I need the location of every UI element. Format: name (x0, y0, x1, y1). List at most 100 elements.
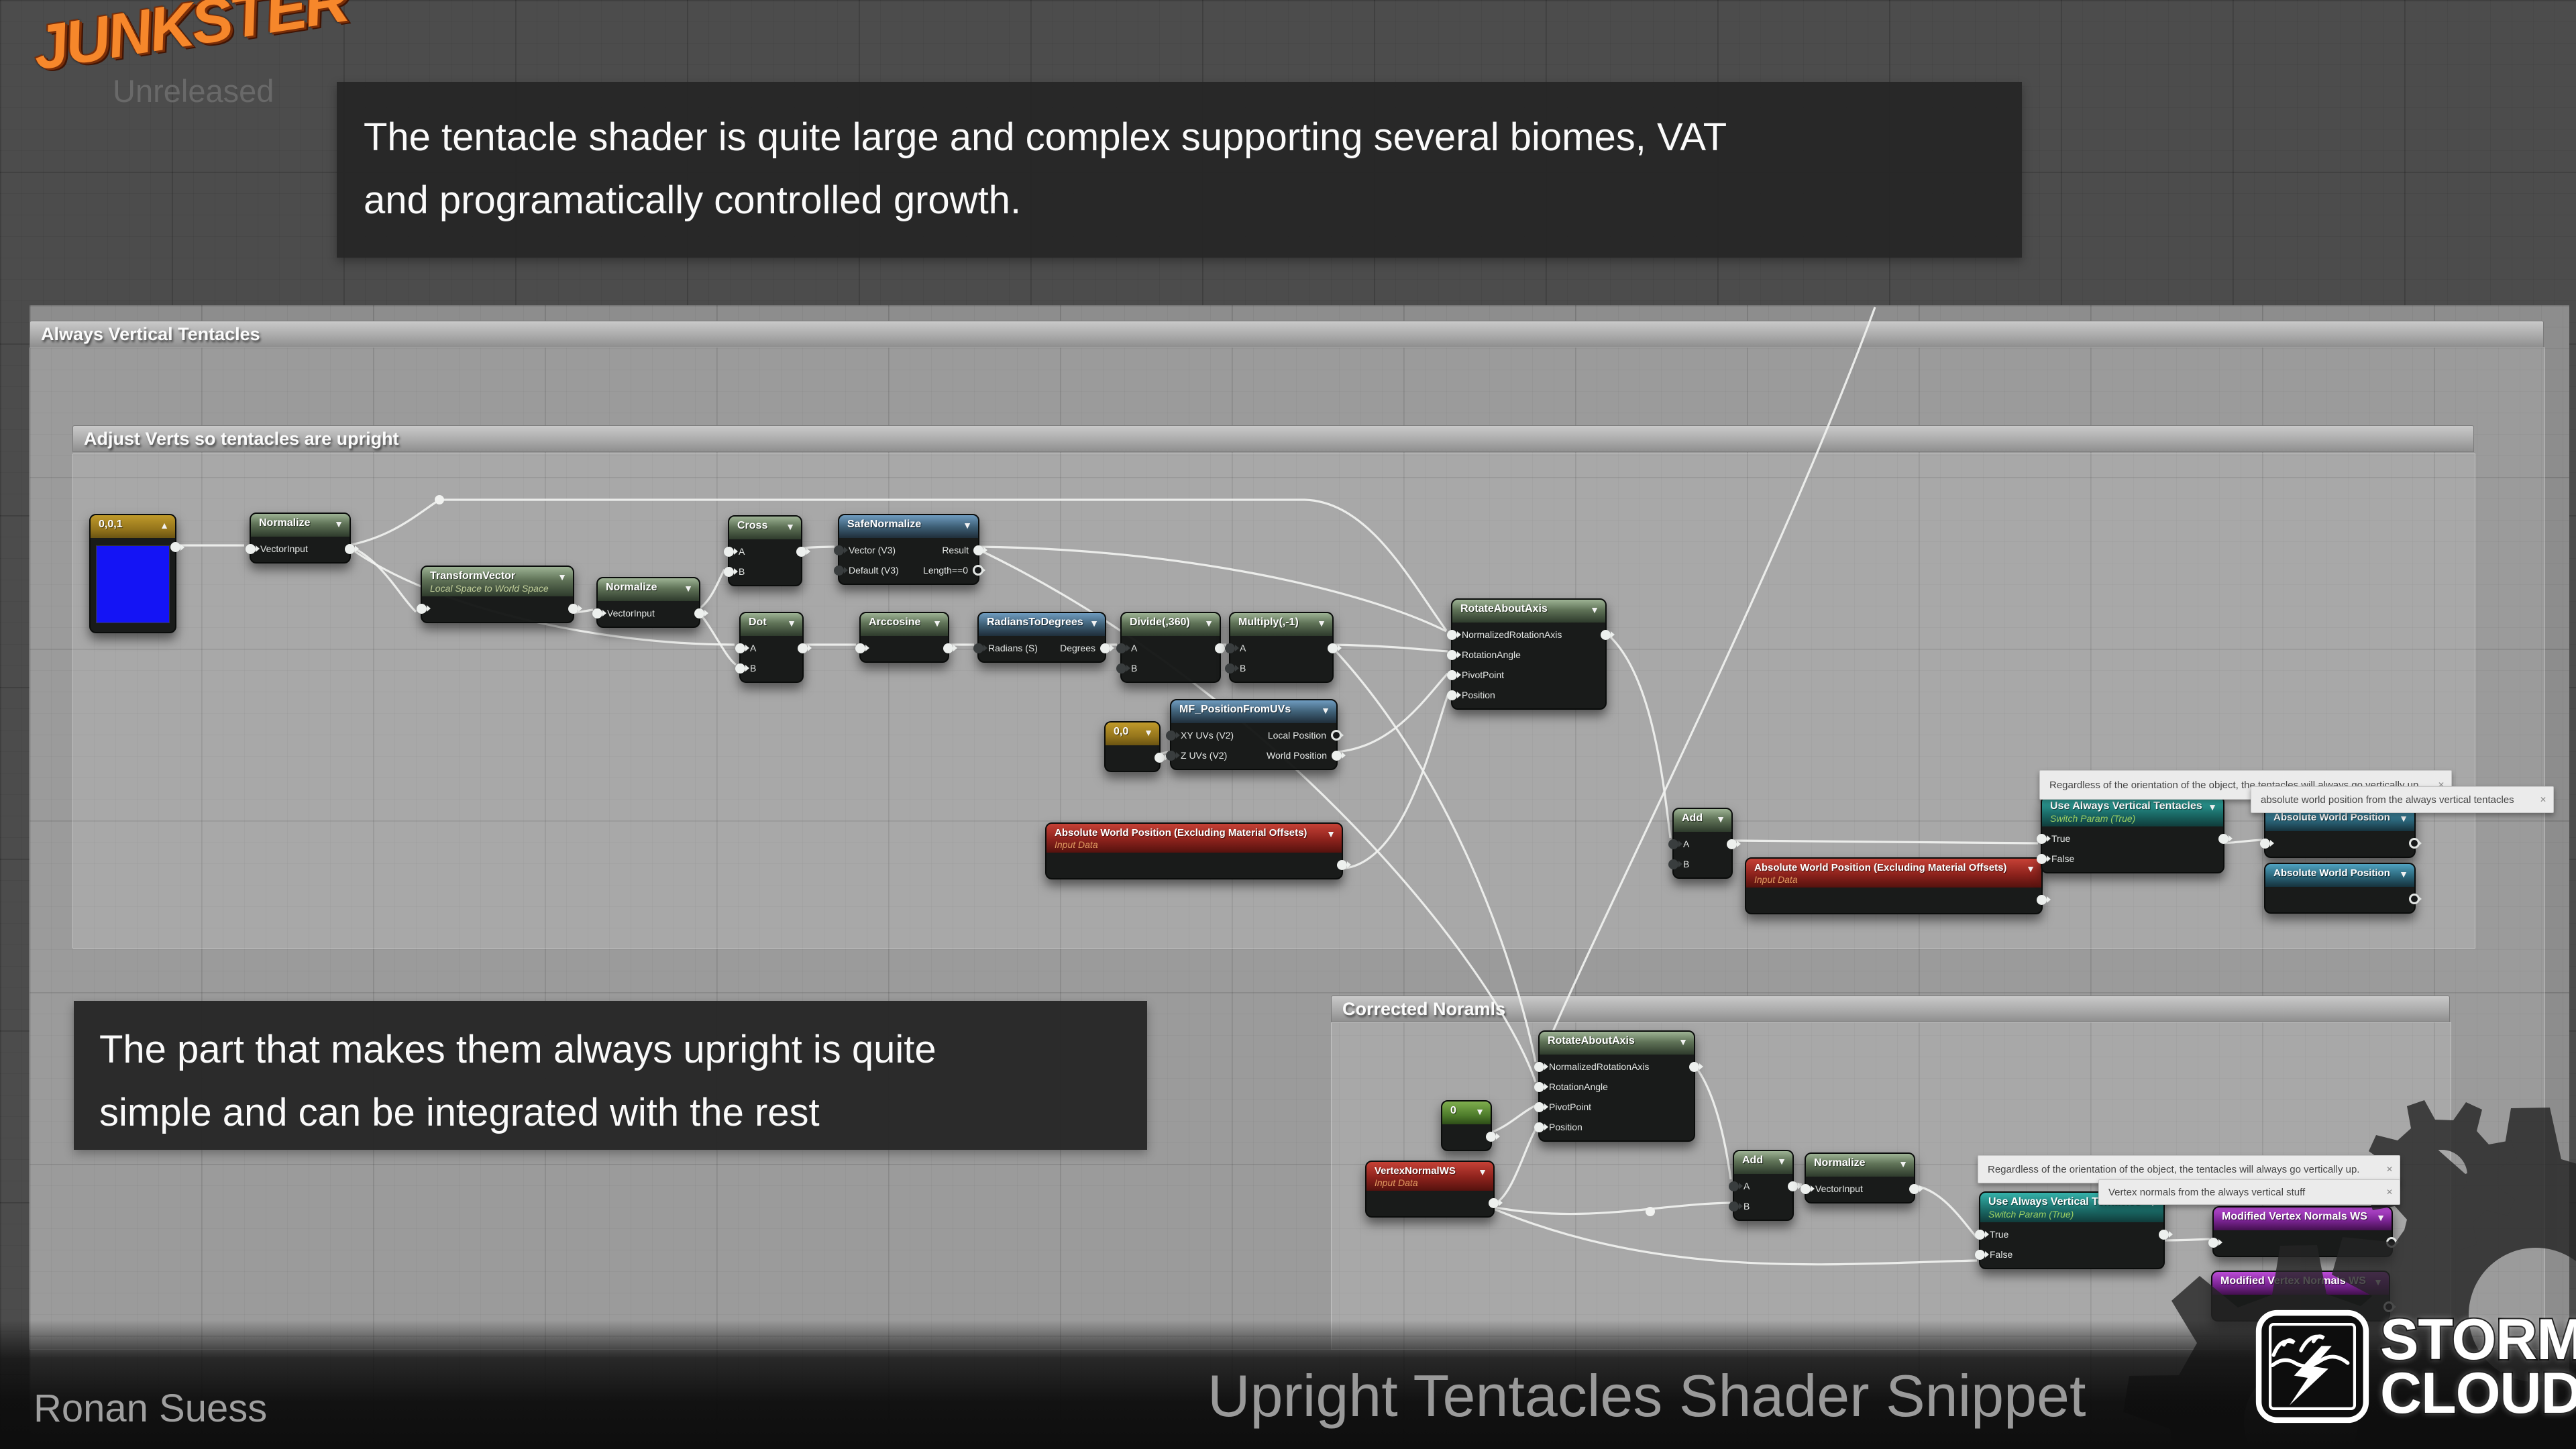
collapse-icon[interactable]: ▼ (1898, 1159, 1908, 1169)
pin[interactable] (2208, 1237, 2222, 1248)
pin[interactable] (735, 643, 749, 653)
pin[interactable] (724, 546, 738, 557)
pin[interactable] (2409, 838, 2422, 849)
node-modified-vertex-normals-1[interactable]: Modified Vertex Normals WS▼ (2208, 1206, 2399, 1257)
node-normalize-3[interactable]: Normalize▼VectorInput (1801, 1152, 1923, 1203)
pin[interactable] (973, 545, 987, 555)
node-absolute-world-position-2[interactable]: Absolute World Position▼ (2264, 863, 2422, 914)
collapse-icon[interactable]: ▼ (1089, 618, 1099, 629)
collapse-icon[interactable]: ▼ (1144, 727, 1153, 738)
collapse-icon[interactable]: ▼ (932, 618, 942, 629)
pin[interactable] (1166, 750, 1180, 761)
pin[interactable] (1689, 1061, 1703, 1072)
collapse-icon[interactable]: ▼ (1478, 1167, 1487, 1177)
collapse-icon[interactable]: ▼ (2376, 1212, 2385, 1223)
node-header[interactable]: Dot▼ (741, 613, 802, 636)
node-header[interactable]: Add▼ (1674, 809, 1731, 832)
node-header[interactable]: Add▼ (1734, 1151, 1792, 1174)
node-header[interactable]: 0▼ (1442, 1102, 1491, 1124)
node-use-always-vertical-2[interactable]: Use Always Vertical Tentacles▼Switch Par… (1975, 1191, 2173, 1269)
pin[interactable] (1534, 1102, 1548, 1112)
node-transform-vector[interactable]: TransformVector▼Local Space to World Spa… (417, 566, 582, 623)
pin[interactable] (568, 603, 582, 614)
pin[interactable] (798, 643, 812, 653)
pin[interactable] (1225, 663, 1239, 674)
node-awp-excl-offsets-1[interactable]: Absolute World Position (Excluding Mater… (1045, 822, 1351, 879)
node-header[interactable]: Use Always Vertical Tentacles▼Switch Par… (2042, 797, 2223, 826)
node-header[interactable]: SafeNormalize▼ (839, 515, 978, 538)
pin[interactable] (2037, 894, 2051, 905)
pin[interactable] (1727, 839, 1741, 849)
pin[interactable] (724, 566, 738, 577)
pin[interactable] (1801, 1183, 1815, 1194)
node-header[interactable]: 0,0▼ (1106, 722, 1159, 745)
collapse-icon[interactable]: ▼ (1678, 1036, 1688, 1047)
pin[interactable] (1328, 643, 1342, 653)
pin[interactable] (2037, 853, 2051, 864)
pin[interactable] (246, 543, 260, 554)
collapse-icon[interactable]: ▼ (2026, 863, 2035, 874)
node-arccosine[interactable]: Arccosine▼ (855, 612, 957, 663)
pin[interactable] (1225, 643, 1239, 653)
node-header[interactable]: RotateAboutAxis▼ (1540, 1032, 1694, 1055)
pin[interactable] (1447, 669, 1461, 680)
pin[interactable] (2037, 833, 2051, 844)
collapse-icon[interactable]: ▼ (334, 519, 343, 529)
node-header[interactable]: Arccosine▼ (861, 613, 948, 636)
node-radians-to-degrees[interactable]: RadiansToDegrees▼Radians (S)Degrees (973, 612, 1114, 663)
pin[interactable] (2260, 838, 2274, 849)
collapse-icon[interactable]: ▲ (160, 520, 169, 531)
pin[interactable] (2409, 894, 2422, 904)
pin[interactable] (1337, 859, 1351, 870)
comment-bar-always-vertical[interactable]: Always Vertical Tentacles (30, 321, 2544, 347)
node-header[interactable]: RadiansToDegrees▼ (979, 613, 1105, 636)
collapse-icon[interactable]: ▼ (963, 520, 972, 531)
collapse-icon[interactable]: ▼ (2373, 1277, 2383, 1287)
pin[interactable] (1215, 643, 1229, 653)
collapse-icon[interactable]: ▼ (1204, 618, 1214, 629)
collapse-icon[interactable]: ▼ (787, 618, 796, 629)
pin[interactable] (796, 546, 810, 557)
node-header[interactable]: Absolute World Position (Excluding Mater… (1046, 824, 1342, 853)
pin[interactable] (1166, 730, 1180, 741)
node-header[interactable]: VertexNormalWS▼Input Data (1366, 1162, 1493, 1191)
pin[interactable] (943, 643, 957, 653)
pin[interactable] (1975, 1229, 1989, 1240)
collapse-icon[interactable]: ▼ (1326, 828, 1336, 839)
collapse-icon[interactable]: ▼ (1716, 814, 1725, 824)
node-awp-excl-offsets-2[interactable]: Absolute World Position (Excluding Mater… (1745, 857, 2051, 914)
node-mf-position-from-uvs[interactable]: MF_PositionFromUVs▼XY UVs (V2)Local Posi… (1166, 699, 1346, 770)
pin[interactable] (1534, 1122, 1548, 1132)
collapse-icon[interactable]: ▼ (1317, 618, 1326, 629)
pin[interactable] (2386, 1237, 2399, 1248)
close-icon[interactable]: ✕ (2539, 795, 2546, 804)
collapse-icon[interactable]: ▼ (1475, 1106, 1485, 1117)
node-const-00[interactable]: 0,0▼ (1104, 721, 1169, 772)
pin[interactable] (1489, 1197, 1503, 1208)
node-header[interactable]: Cross▼ (729, 517, 801, 539)
close-icon[interactable]: ✕ (2385, 1187, 2393, 1197)
pin[interactable] (592, 608, 606, 619)
collapse-icon[interactable]: ▼ (2208, 802, 2217, 812)
close-icon[interactable]: ✕ (2385, 1165, 2393, 1174)
pin[interactable] (1331, 730, 1344, 741)
pin[interactable] (1601, 629, 1615, 640)
pin[interactable] (1116, 643, 1130, 653)
collapse-icon[interactable]: ▼ (684, 583, 693, 594)
collapse-icon[interactable]: ▼ (1777, 1156, 1786, 1167)
node-header[interactable]: Multiply(,-1)▼ (1230, 613, 1332, 636)
node-const-001[interactable]: 0,0,1▲ (89, 514, 184, 633)
pin[interactable] (855, 643, 869, 653)
close-icon[interactable]: ✕ (2437, 780, 2445, 790)
comment-bar-adjust-verts[interactable]: Adjust Verts so tentacles are upright (72, 425, 2474, 452)
pin[interactable] (1534, 1061, 1548, 1072)
node-use-always-vertical-1[interactable]: Use Always Vertical Tentacles▼Switch Par… (2037, 796, 2233, 873)
node-header[interactable]: TransformVector▼Local Space to World Spa… (422, 567, 573, 596)
